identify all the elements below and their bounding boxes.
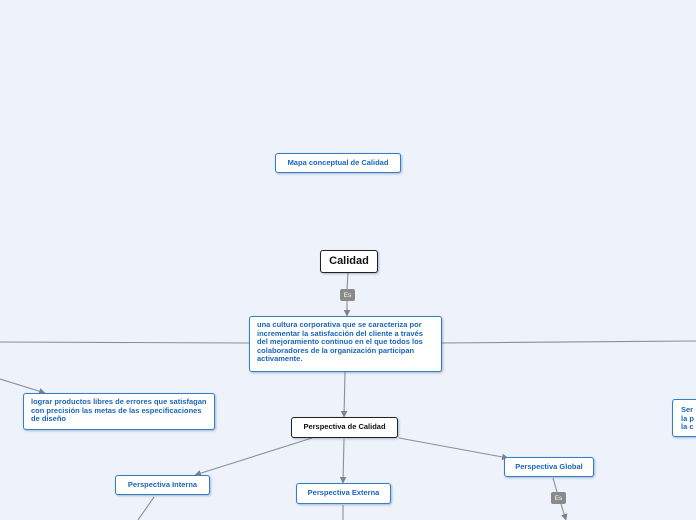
line-perspective-to-internal	[194, 437, 313, 477]
root-node[interactable]: Calidad	[320, 250, 378, 273]
connector-label-es-text: Es	[343, 291, 352, 299]
connector-label-es[interactable]: Es	[340, 289, 355, 301]
connector-label-global-es[interactable]: Es	[551, 492, 566, 504]
line-global-to-tag	[552, 477, 558, 493]
goal-node[interactable]: lograr productos libres de errores que s…	[23, 393, 215, 430]
line-perspective-to-global	[398, 437, 509, 461]
line-definition-left	[0, 341, 250, 344]
line-left-to-goal	[0, 378, 46, 395]
line-definition-right	[441, 340, 696, 344]
goal-text: lograr productos libres de errores que s…	[31, 397, 207, 424]
perspective-internal-text: Perspectiva Interna	[127, 479, 198, 489]
perspective-external-text: Perspectiva Externa	[307, 488, 380, 498]
perspective-internal-node[interactable]: Perspectiva Interna	[115, 475, 210, 495]
line-internal-down	[137, 496, 155, 520]
definition-text: una cultura corporativa que se caracteri…	[257, 320, 423, 364]
map-title-node[interactable]: Mapa conceptual de Calidad	[275, 153, 401, 173]
line-global-tag-down	[560, 503, 568, 520]
perspective-quality-text: Perspectiva de Calidad	[303, 422, 386, 432]
map-title-text: Mapa conceptual de Calidad	[287, 157, 389, 167]
root-node-text: Calidad	[329, 255, 369, 268]
line-root-to-tag	[346, 272, 349, 290]
perspective-global-node[interactable]: Perspectiva Global	[504, 457, 594, 477]
connector-label-global-es-text: Es	[554, 494, 563, 502]
perspective-external-node[interactable]: Perspectiva Externa	[296, 483, 391, 504]
perspective-global-text: Perspectiva Global	[515, 461, 583, 471]
definition-node[interactable]: una cultura corporativa que se caracteri…	[249, 316, 442, 372]
right-partial-node[interactable]: Ser la p la c	[672, 399, 696, 437]
line-definition-to-perspective	[340, 371, 348, 418]
right-partial-line-2: la p	[681, 413, 694, 423]
line-perspective-to-external	[339, 438, 347, 484]
perspective-quality-node[interactable]: Perspectiva de Calidad	[291, 417, 398, 438]
right-partial-line-1: Ser	[681, 405, 694, 414]
right-partial-line-3: la c	[681, 422, 694, 432]
